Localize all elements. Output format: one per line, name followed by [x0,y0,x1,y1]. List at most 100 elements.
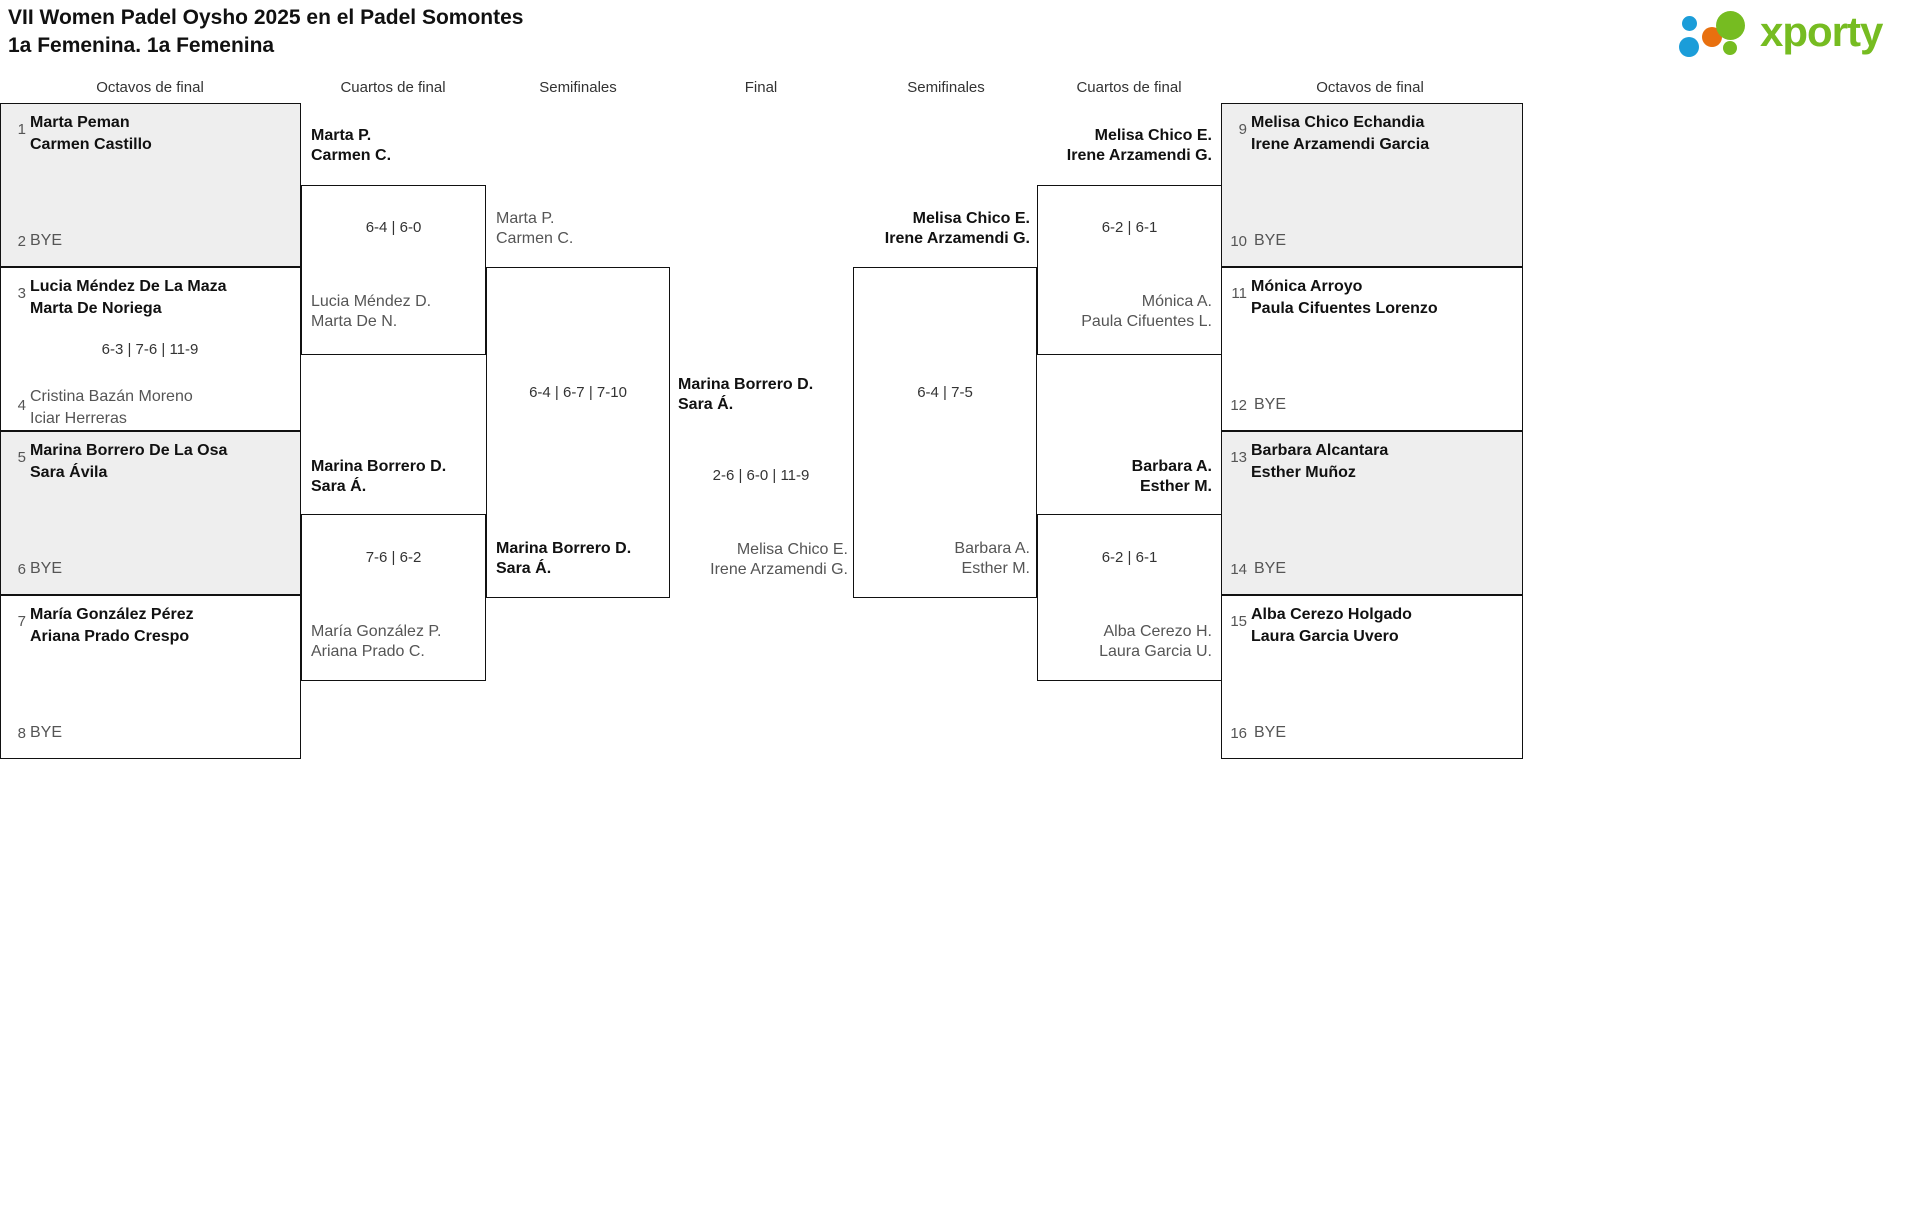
seed-number: 15 [1230,613,1247,630]
score-connector-box [1037,185,1222,355]
seed-number: 2 [17,233,26,250]
player-name: Iciar Herreras [30,410,127,427]
player-name: Alba Cerezo Holgado [1251,606,1412,623]
advancing-player: Ariana Prado C. [311,643,425,660]
bracket-slot-seed-13[interactable] [1221,431,1523,595]
advancing-player: Mónica A. [1141,293,1212,310]
player-name: Irene Arzamendi Garcia [1251,136,1430,153]
logo-wordmark: xporty [1760,8,1883,55]
player-name: Marina Borrero De La Osa [30,442,228,459]
player-name: Lucia Méndez De La Maza [30,278,227,295]
score-connector-box [301,185,486,355]
xporty-logo[interactable]: xporty [1676,6,1906,62]
match-score: 6-4 | 6-7 | 7-10 [529,384,627,401]
bye-label: BYE [1254,396,1287,413]
seed-number: 11 [1231,285,1247,302]
score-connector-box [1037,514,1222,681]
advancing-player: Alba Cerezo H. [1103,623,1213,640]
score-connector-box [301,514,486,681]
player-name: Melisa Chico Echandia [1251,114,1425,131]
logo-dot-green-large [1716,11,1745,40]
logo-dot-green-small [1723,41,1737,55]
seed-number: 7 [17,613,26,630]
bracket-slot-seed-11[interactable] [1221,267,1523,431]
bracket-slot-seed-9[interactable] [1221,103,1523,267]
player-name: Cristina Bazán Moreno [30,388,193,405]
score-connector-box [486,267,670,598]
score-connector-box [853,267,1037,598]
advancing-player: Sara Á. [496,560,552,577]
advancing-player: Melisa Chico E. [1094,127,1212,144]
final-score: 2-6 | 6-0 | 11-9 [712,467,810,484]
advancing-player: Sara Á. [311,478,367,495]
advancing-player: María González P. [311,623,442,640]
player-name: Marta Peman [30,114,130,131]
tournament-subtitle: 1a Femenina. 1a Femenina [8,34,275,57]
bye-label: BYE [1254,724,1287,741]
seed-number: 3 [17,285,26,302]
match-score: 6-4 | 7-5 [917,384,973,401]
bracket-slot-seed-5[interactable] [0,431,301,595]
title-block: VII Women Padel Oysho 2025 en el Padel S… [8,4,523,60]
bye-label: BYE [1254,560,1287,577]
round-heading-left-r16: Octavos de final [96,79,204,96]
round-heading-right-qf: Cuartos de final [1076,79,1182,96]
seed-number: 16 [1230,725,1247,742]
match-score: 6-2 | 6-1 [1101,549,1158,566]
bracket-slot-seed-1[interactable] [0,103,301,267]
match-score: 6-2 | 6-1 [1101,219,1158,236]
match-score: 6-4 | 6-0 [365,219,422,236]
player-name: Laura Garcia Uvero [1251,628,1399,645]
logo-dots-icon [1676,10,1762,58]
advancing-player: Marina Borrero D. [311,458,447,475]
round-heading-left-sf: Semifinales [539,79,617,96]
seed-number: 4 [17,397,26,414]
final-winner-name: Marina Borrero D. [678,376,814,393]
player-name: María González Pérez [30,606,194,623]
round-heading-right-r16: Octavos de final [1316,79,1424,96]
logo-dot-blue-small [1682,16,1697,31]
player-name: Sara Ávila [30,464,108,481]
seed-number: 14 [1230,561,1247,578]
player-name: Carmen Castillo [30,136,152,153]
advancing-player: Carmen C. [311,147,392,164]
advancing-player: Esther M. [1139,478,1212,495]
bye-label: BYE [30,724,63,741]
bye-label: BYE [1254,232,1287,249]
advancing-player: Paula Cifuentes L. [1081,313,1212,330]
bye-label: BYE [30,560,63,577]
final-winner-name: Sara Á. [678,396,734,413]
advancing-player: Barbara A. [1131,458,1212,475]
seed-number: 13 [1230,449,1247,466]
player-name: Ariana Prado Crespo [30,628,190,645]
seed-number: 12 [1230,397,1247,414]
match-score: 7-6 | 6-2 [365,549,422,566]
seed-number: 8 [17,725,26,742]
seed-number: 9 [1238,121,1247,138]
bracket-slot-seed-7[interactable] [0,595,301,759]
player-name: Paula Cifuentes Lorenzo [1251,300,1438,317]
advancing-player: Carmen C. [496,230,574,247]
advancing-player: Irene Arzamendi G. [1066,147,1212,164]
advancing-player: Irene Arzamendi G. [884,230,1030,247]
advancing-player: Laura Garcia U. [1099,643,1212,660]
advancing-player: Melisa Chico E. [912,210,1030,227]
match-score: 6-3 | 7-6 | 11-9 [101,341,199,358]
seed-number: 1 [17,121,26,138]
advancing-player: Marina Borrero D. [496,540,632,557]
bracket-slot-seed-15[interactable] [1221,595,1523,759]
final-runnerup-name: Melisa Chico E. [736,541,848,558]
advancing-player: Lucia Méndez D. [311,293,432,310]
seed-number: 6 [17,561,26,578]
tournament-title: VII Women Padel Oysho 2025 en el Padel S… [8,6,524,29]
round-heading-final: Final [744,79,778,96]
player-name: Marta De Noriega [30,300,162,317]
round-heading-right-sf: Semifinales [907,79,985,96]
player-name: Barbara Alcantara [1251,442,1389,459]
bracket-slot-seed-3[interactable] [0,267,301,431]
player-name: Mónica Arroyo [1251,278,1363,295]
logo-dot-blue-large [1679,37,1699,57]
seed-number: 5 [17,449,26,466]
seed-number: 10 [1230,233,1247,250]
